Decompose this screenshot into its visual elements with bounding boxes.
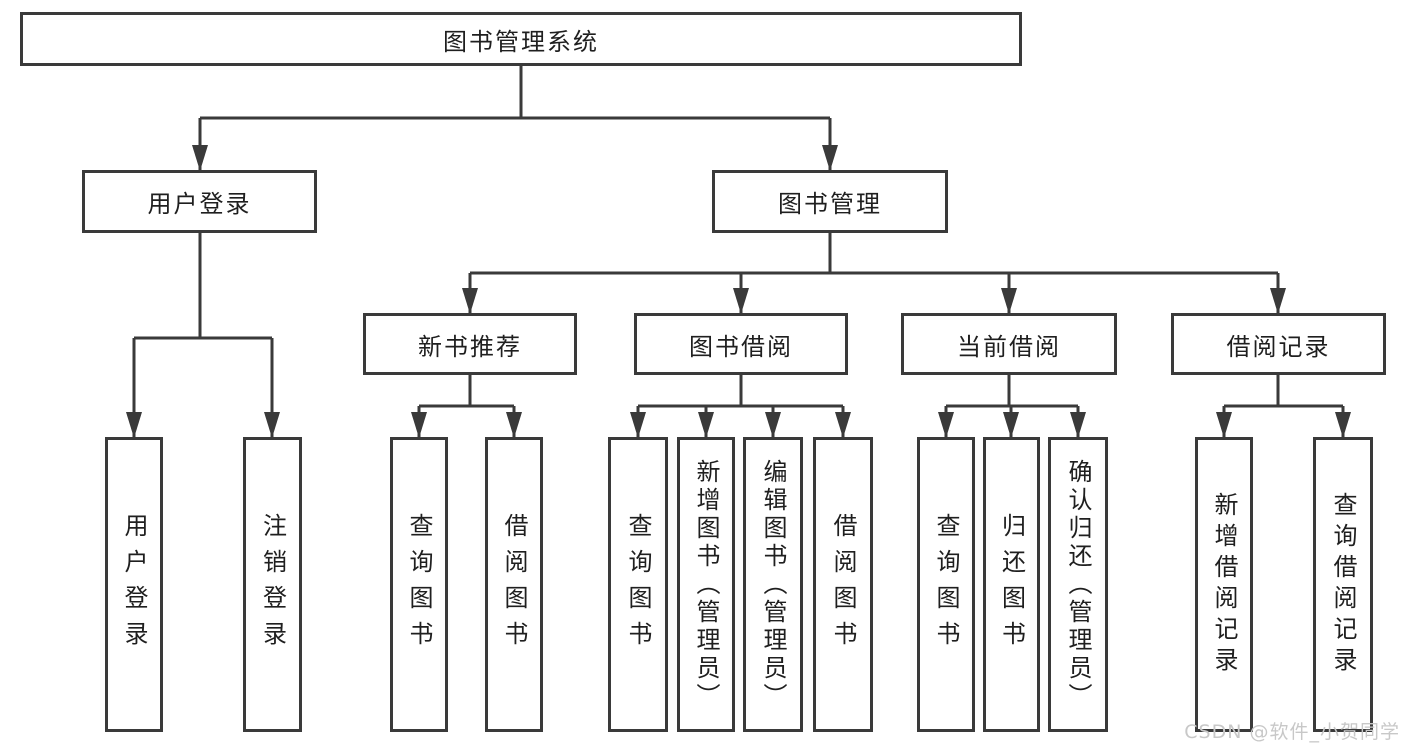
leaf-edit-book-admin: 编辑图书（管理员） [743,437,803,732]
csdn-watermark: CSDN @软件_小贺同学 [1184,721,1400,743]
leaf-query-books-1: 查询图书 [390,437,448,732]
node-borrow-records: 借阅记录 [1171,313,1386,375]
node-user-login: 用户登录 [82,170,317,233]
leaf-add-book-admin: 新增图书（管理员） [677,437,735,732]
leaf-query-books-2: 查询图书 [608,437,668,732]
leaf-add-borrow-record: 新增借阅记录 [1195,437,1253,732]
leaf-query-borrow-record: 查询借阅记录 [1313,437,1373,732]
leaf-user-login: 用户登录 [105,437,163,732]
node-current-borrowing: 当前借阅 [901,313,1117,375]
node-book-management: 图书管理 [712,170,948,233]
node-new-book-recommendation: 新书推荐 [363,313,577,375]
leaf-borrow-books-2: 借阅图书 [813,437,873,732]
leaf-return-book: 归还图书 [983,437,1040,732]
leaf-borrow-books-1: 借阅图书 [485,437,543,732]
node-book-borrowing: 图书借阅 [634,313,848,375]
leaf-query-books-3: 查询图书 [917,437,975,732]
node-library-management-system: 图书管理系统 [20,12,1022,66]
leaf-logout-login: 注销登录 [243,437,302,732]
leaf-confirm-return-admin: 确认归还（管理员） [1048,437,1108,732]
